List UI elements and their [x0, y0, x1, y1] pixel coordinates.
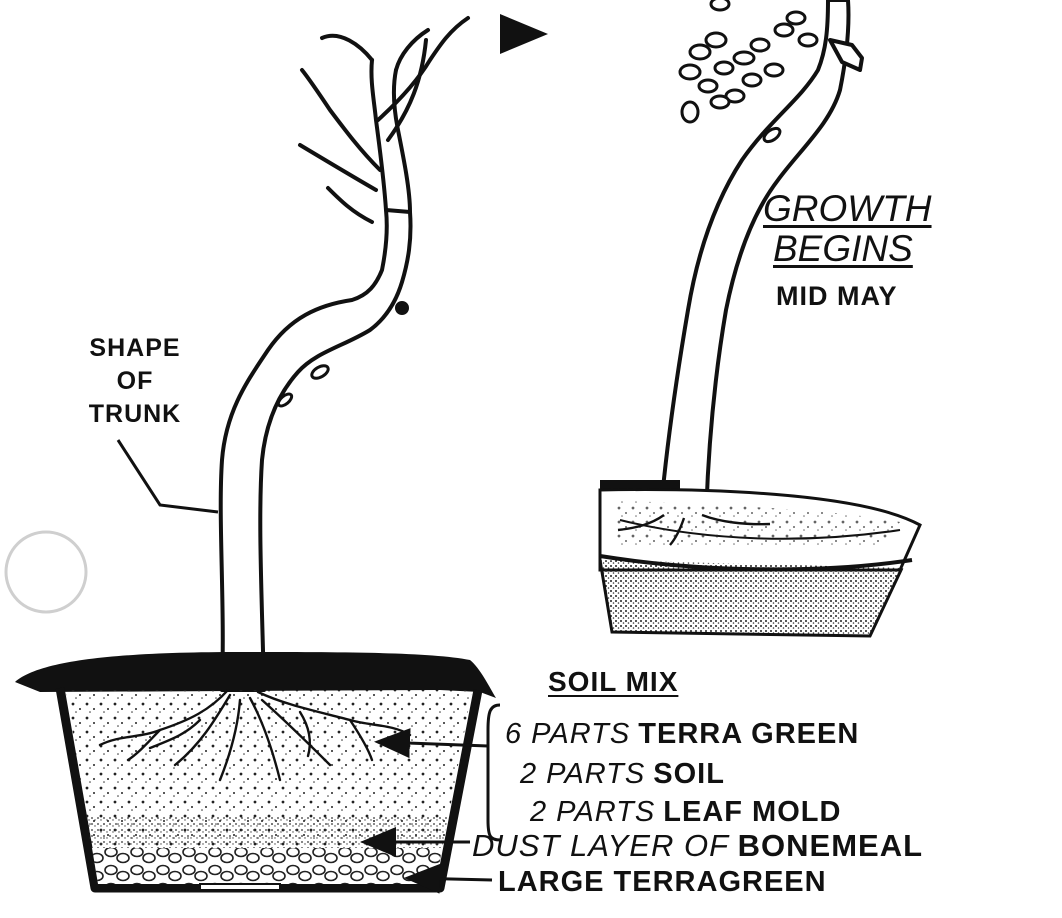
- mix-material-2: SOIL: [653, 758, 725, 790]
- mix-material-3: LEAF MOLD: [663, 796, 841, 828]
- trunk-leader-line: [118, 440, 218, 512]
- punch-hole-mark: [6, 532, 86, 612]
- bare-tree: [221, 18, 468, 690]
- mid-may-label: MID MAY: [776, 283, 898, 310]
- dust-layer-label: DUST LAYER OF BONEMEAL: [472, 830, 923, 861]
- mix-amount-3: 2 PARTS: [530, 796, 655, 828]
- mix-line-2: 2 PARTS SOIL: [520, 760, 725, 789]
- planting-pot-cross-section: [15, 652, 496, 890]
- mix-line-3: 2 PARTS LEAF MOLD: [530, 798, 841, 827]
- shape-of-trunk-label: SHAPE OF TRUNK: [78, 332, 192, 431]
- large-terragreen-arrow: [410, 878, 492, 880]
- shape-of-trunk-line-2: OF: [78, 365, 192, 398]
- mix-line-1: 6 PARTS TERRA GREEN: [505, 720, 859, 749]
- mix-amount-1: 6 PARTS: [505, 718, 630, 750]
- mix-material-1: TERRA GREEN: [638, 718, 859, 750]
- shape-of-trunk-line-3: TRUNK: [78, 398, 192, 431]
- soil-mix-title: SOIL MIX: [548, 668, 678, 696]
- shape-of-trunk-line-1: SHAPE: [78, 332, 192, 365]
- growth-title-line-2: BEGINS: [773, 230, 913, 267]
- dust-layer-material: BONEMEAL: [738, 828, 923, 863]
- bottom-layer-label: LARGE TERRAGREEN: [498, 868, 827, 897]
- mix-amount-2: 2 PARTS: [520, 758, 645, 790]
- growing-pot: [600, 480, 920, 636]
- growth-title-line-1: GROWTH: [763, 190, 932, 227]
- soil-mix-bracket: [488, 705, 500, 840]
- dust-layer-prefix: DUST LAYER OF: [472, 828, 729, 863]
